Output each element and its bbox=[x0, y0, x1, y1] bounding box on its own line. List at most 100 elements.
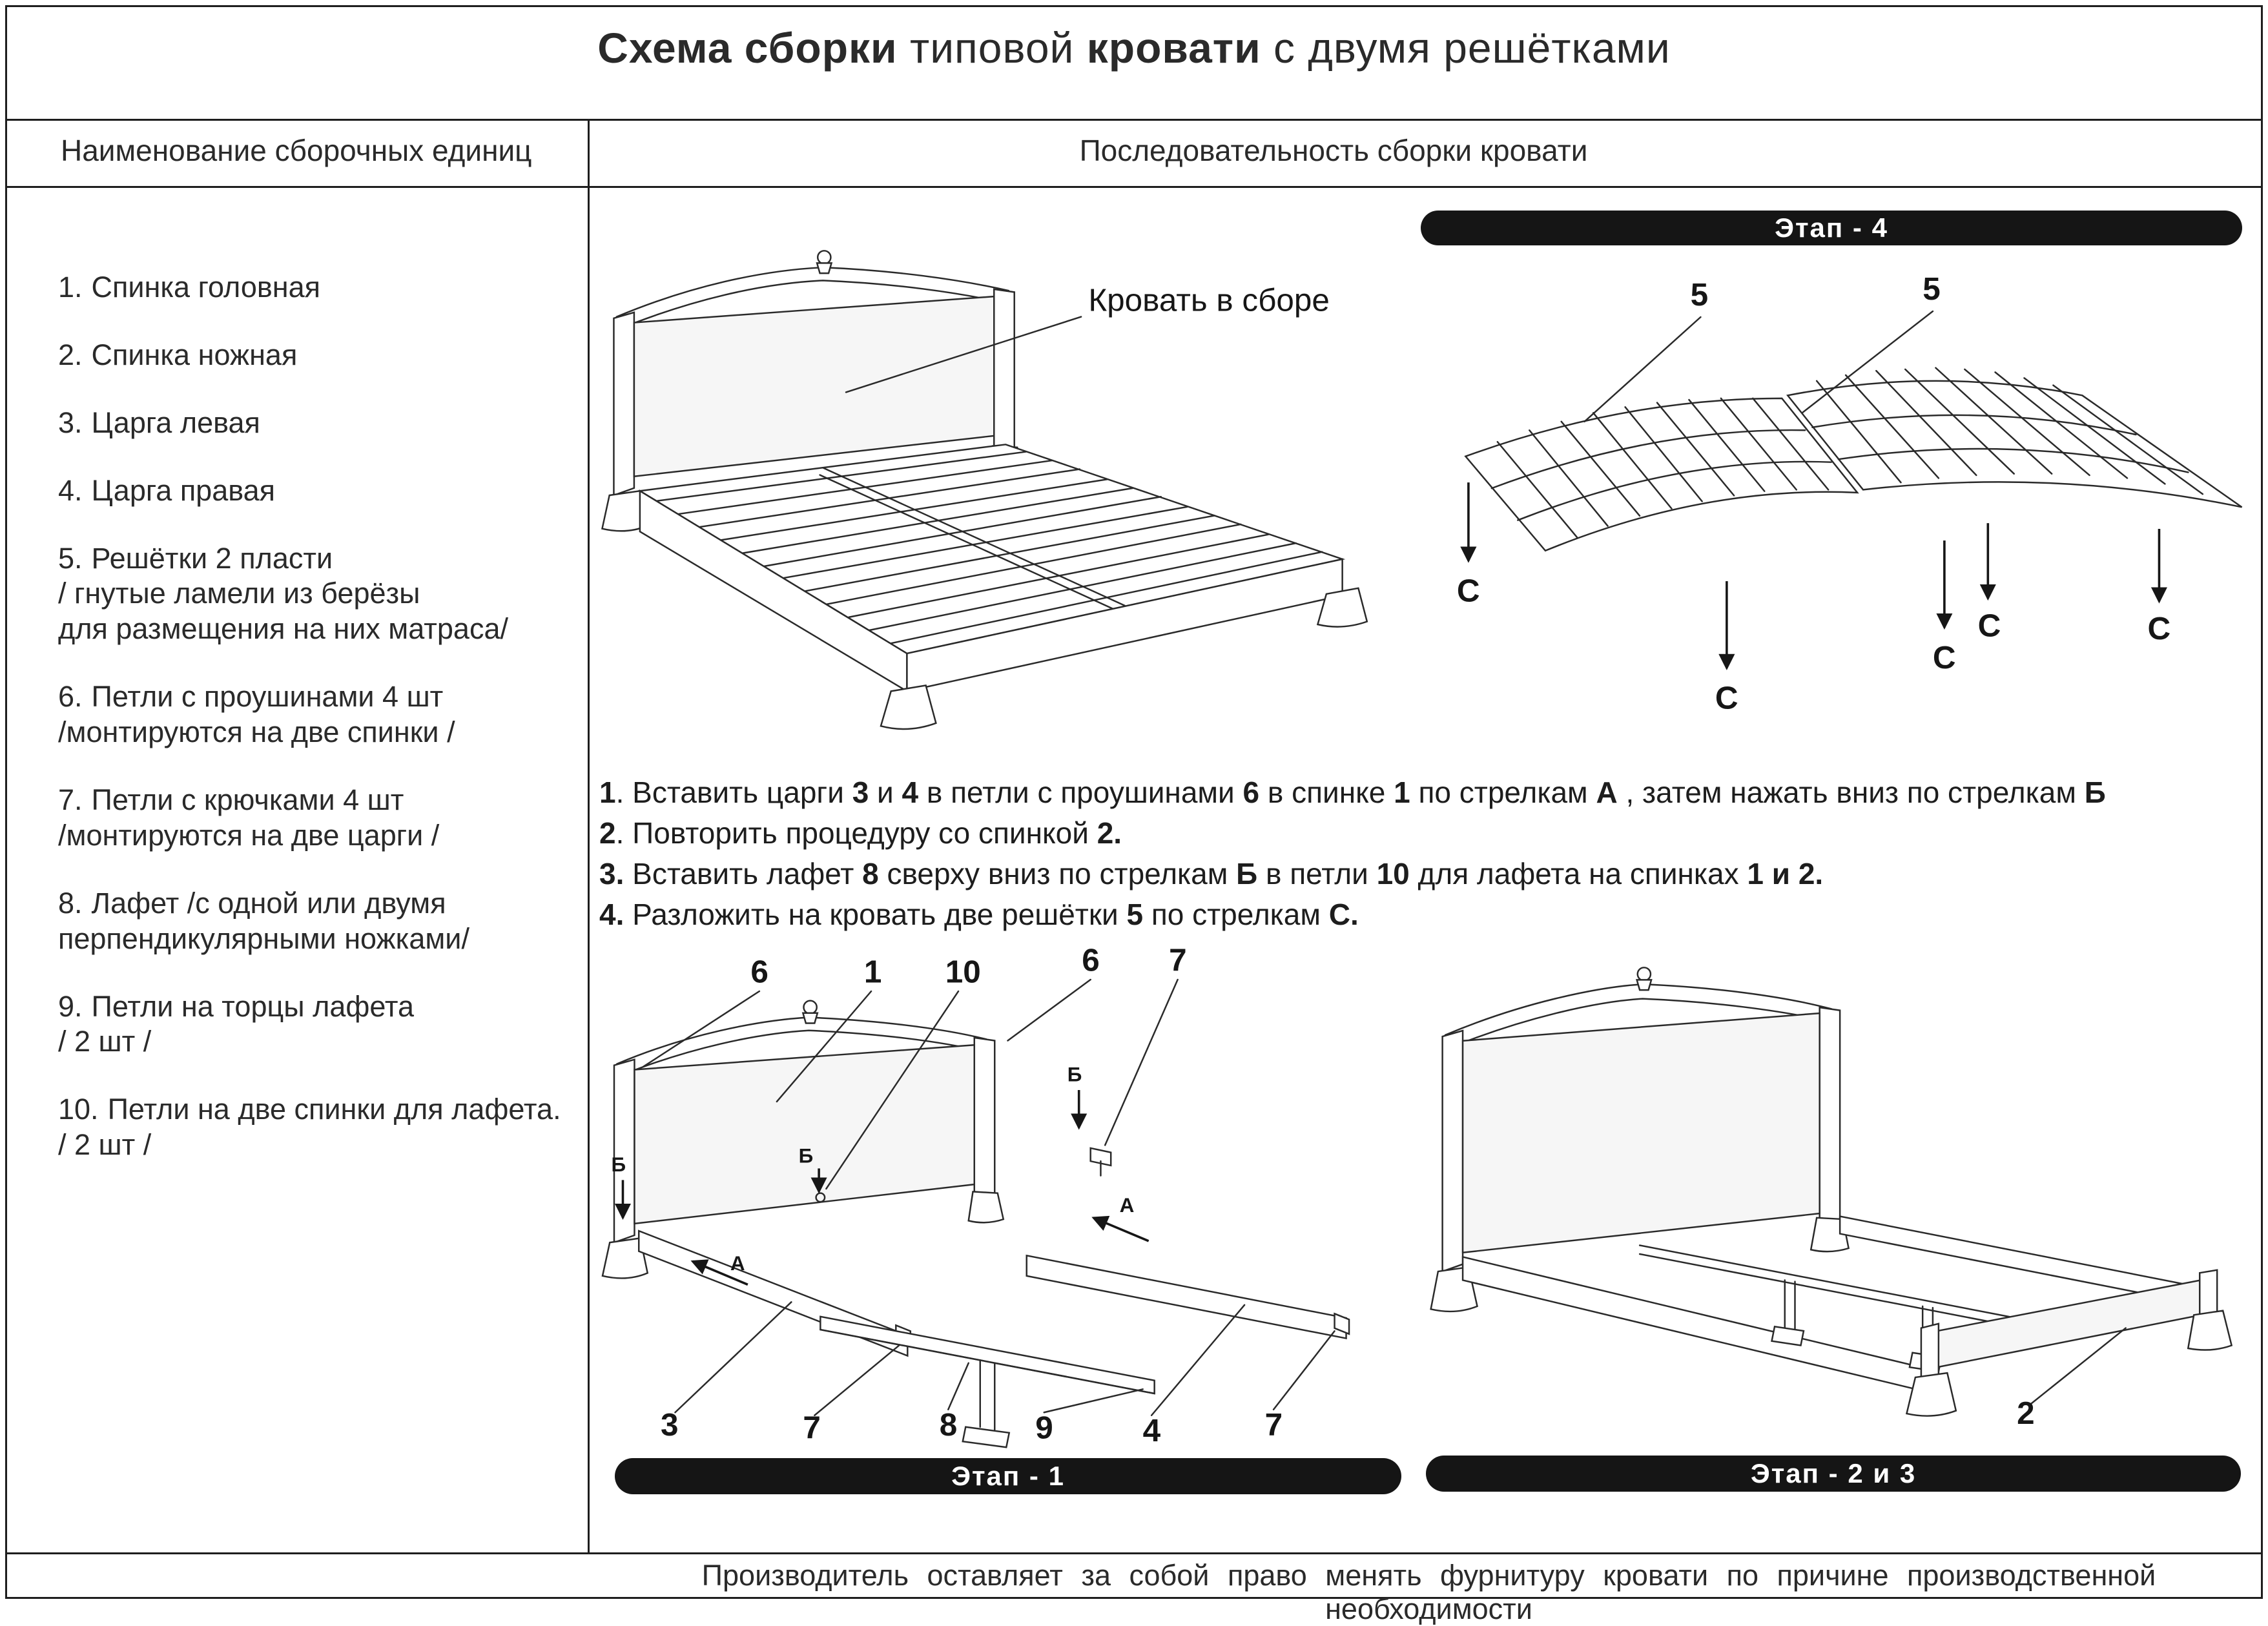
stage-2-3-diagram: 2 bbox=[1430, 967, 2233, 1431]
stage-1-label: Этап - 1 bbox=[951, 1461, 1065, 1491]
side-rail-right-drawing bbox=[1026, 1147, 1350, 1340]
leader-line-2 bbox=[2030, 1327, 2127, 1405]
column-header-parts: Наименование сборочных единиц bbox=[61, 134, 532, 167]
arrow-label-c: С bbox=[2147, 611, 2170, 646]
page-border bbox=[5, 5, 2263, 1599]
list-item: 3.Царга левая bbox=[58, 406, 581, 441]
leader-line-5a bbox=[1583, 316, 1702, 423]
leader-line bbox=[947, 1362, 970, 1410]
list-item: 5.Решётки 2 пласти / гнутые ламели из бе… bbox=[58, 541, 581, 648]
part-number: 7. bbox=[58, 783, 83, 817]
arrow-label-a: А bbox=[1120, 1194, 1135, 1217]
arrow-label-c: С bbox=[1715, 681, 1738, 716]
stage-1-diagram: 6 1 10 6 7 Б Б Б А А 3 7 8 9 4 7 bbox=[601, 943, 1350, 1448]
part-number: 10. bbox=[58, 1093, 99, 1126]
stage-4-diagram: 5 5 С С С С С bbox=[1457, 271, 2243, 716]
callout-7: 7 bbox=[1169, 943, 1187, 978]
list-item: 9.Петли на торцы лафета / 2 шт / bbox=[58, 989, 581, 1060]
part-number: 1. bbox=[58, 271, 83, 304]
footboard-drawing bbox=[1905, 1269, 2233, 1417]
callout-5a: 5 bbox=[1691, 277, 1709, 313]
arrow-a bbox=[1091, 1215, 1149, 1242]
leader-line bbox=[825, 990, 960, 1190]
leader-line bbox=[814, 1344, 900, 1416]
stage-4-bar: Этап - 4 bbox=[1421, 211, 2242, 245]
list-item: 7.Петли с крючками 4 шт /монтируются на … bbox=[58, 783, 581, 854]
part-name: Петли с проушинами 4 шт /монтируются на … bbox=[58, 680, 455, 749]
instruction-step: 2. Повторить процедуру со спинкой 2. bbox=[599, 816, 1122, 850]
headboard-drawing bbox=[601, 1000, 1005, 1279]
part-number: 5. bbox=[58, 541, 83, 575]
divider-above-footer bbox=[5, 1552, 2263, 1554]
part-name: Царга правая bbox=[91, 473, 276, 507]
part-number: 6. bbox=[58, 680, 83, 714]
arrow-label-c: С bbox=[1978, 608, 2001, 643]
slat-base-right bbox=[1786, 367, 2243, 508]
part-name: Спинка головная bbox=[91, 271, 320, 304]
hook-hinge bbox=[1089, 1147, 1112, 1167]
column-header-sequence: Последовательность сборки кровати bbox=[1079, 134, 1588, 167]
part-number: 3. bbox=[58, 406, 83, 439]
list-item: 1.Спинка головная bbox=[58, 270, 581, 305]
page-title: Схема сборки типовой кровати с двумя реш… bbox=[597, 24, 1671, 72]
arrow-label-b: Б bbox=[611, 1153, 626, 1176]
stage-2-3-bar: Этап - 2 и 3 bbox=[1426, 1456, 2241, 1492]
arrow-label-b: Б bbox=[1067, 1063, 1082, 1086]
center-rail bbox=[819, 467, 1126, 614]
arrow-label-b: Б bbox=[799, 1144, 814, 1167]
callout-7: 7 bbox=[803, 1410, 821, 1446]
leader-line bbox=[1104, 978, 1179, 1146]
assembly-instructions: 1. Вставить царги 3 и 4 в петли с проуши… bbox=[599, 772, 2262, 935]
hook-hinge bbox=[1334, 1312, 1350, 1335]
list-item: 8.Лафет /с одной или двумя перпендикуляр… bbox=[58, 886, 581, 957]
list-item: 10.Петли на две спинки для лафета. / 2 ш… bbox=[58, 1092, 581, 1163]
callout-8: 8 bbox=[940, 1407, 958, 1443]
leader-line bbox=[1007, 978, 1091, 1042]
finial bbox=[816, 250, 832, 265]
part-number: 2. bbox=[58, 338, 83, 371]
callout-1: 1 bbox=[864, 954, 882, 990]
stage-1-bar: Этап - 1 bbox=[615, 1458, 1401, 1494]
divider-under-title bbox=[5, 119, 2263, 121]
instruction-step: 1. Вставить царги 3 и 4 в петли с проуши… bbox=[599, 776, 2106, 809]
list-item: 6.Петли с проушинами 4 шт /монтируются н… bbox=[58, 679, 581, 750]
manufacturer-note: Производитель оставляет за собой право м… bbox=[701, 1559, 2156, 1625]
callout-6: 6 bbox=[750, 954, 768, 990]
leader-line bbox=[776, 990, 872, 1103]
part-number: 9. bbox=[58, 989, 83, 1023]
instruction-step: 4. Разложить на кровать две решётки 5 по… bbox=[599, 898, 1359, 931]
part-name: Петли на торцы лафета / 2 шт / bbox=[58, 989, 415, 1058]
part-name: Спинка ножная bbox=[91, 338, 298, 371]
part-name: Решётки 2 пласти / гнутые ламели из берё… bbox=[58, 541, 508, 646]
stage-4-label: Этап - 4 bbox=[1775, 212, 1888, 243]
leader-line bbox=[1043, 1388, 1144, 1414]
list-item: 4.Царга правая bbox=[58, 473, 581, 509]
leader-line-5b bbox=[1801, 310, 1934, 414]
callout-3: 3 bbox=[661, 1407, 679, 1443]
assembled-bed-caption: Кровать в сборе bbox=[1088, 283, 1330, 318]
headboard-drawing bbox=[601, 250, 1024, 532]
part-name: Лафет /с одной или двумя перпендикулярны… bbox=[58, 886, 469, 955]
caption-leader-line bbox=[845, 316, 1082, 393]
callout-5b: 5 bbox=[1923, 271, 1941, 307]
arrow-label-c: С bbox=[1457, 573, 1480, 608]
bed-base-drawing bbox=[637, 444, 1368, 730]
callout-10: 10 bbox=[945, 954, 981, 990]
list-item: 2.Спинка ножная bbox=[58, 338, 581, 373]
arrow-label-a: А bbox=[730, 1252, 745, 1275]
leader-line bbox=[642, 990, 761, 1068]
part-number: 4. bbox=[58, 473, 83, 507]
parts-list: 1.Спинка головная 2.Спинка ножная 3.Царг… bbox=[58, 270, 581, 1163]
part-name: Петли на две спинки для лафета. / 2 шт / bbox=[58, 1093, 561, 1162]
leader-line bbox=[674, 1301, 792, 1414]
callout-4: 4 bbox=[1143, 1413, 1161, 1448]
instruction-step: 3. Вставить лафет 8 сверху вниз по стрел… bbox=[599, 857, 1824, 890]
divider-under-headers bbox=[5, 186, 2263, 188]
arrow-label-c: С bbox=[1933, 640, 1956, 675]
leader-line bbox=[1272, 1330, 1335, 1410]
headboard-drawing bbox=[1430, 967, 1850, 1313]
stage-2-3-label: Этап - 2 и 3 bbox=[1750, 1458, 1917, 1488]
callout-6: 6 bbox=[1082, 943, 1100, 978]
part-number: 8. bbox=[58, 886, 83, 920]
